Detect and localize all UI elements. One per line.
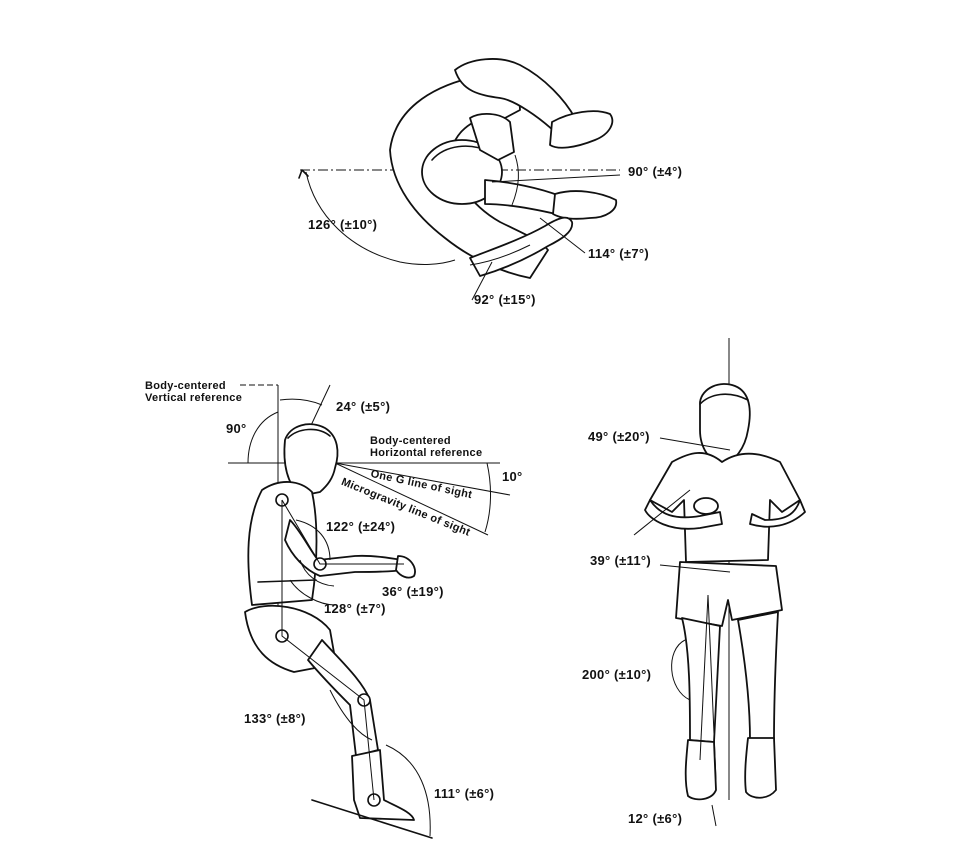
side-angle-24-label: 24° (±5°) xyxy=(336,399,391,414)
side-angle-122-label: 122° (±24°) xyxy=(326,519,396,534)
front-angle-200-label: 200° (±10°) xyxy=(582,667,652,682)
front-angle-12-label: 12° (±6°) xyxy=(628,811,683,826)
side-angle-111-label: 111° (±6°) xyxy=(434,786,495,801)
side-angle-128-label: 128° (±7°) xyxy=(324,601,386,616)
side-angle-90-label: 90° xyxy=(226,421,247,436)
front-angle-39-label: 39° (±11°) xyxy=(590,553,652,568)
vertical-reference-label: Body-centered Vertical reference xyxy=(145,380,243,404)
top-angle-126-label: 126° (±10°) xyxy=(308,217,378,232)
top-view-figure xyxy=(298,58,621,301)
side-view-figure xyxy=(228,384,511,839)
top-angle-114-label: 114° (±7°) xyxy=(588,246,650,261)
side-angle-133-label: 133° (±8°) xyxy=(244,711,306,726)
top-angle-92-label: 92° (±15°) xyxy=(474,292,536,307)
side-angle-36-label: 36° (±19°) xyxy=(382,584,444,599)
front-angle-49-label: 49° (±20°) xyxy=(588,429,650,444)
top-angle-90-label: 90° (±4°) xyxy=(628,164,683,179)
front-view-figure xyxy=(633,338,806,827)
side-angle-10-label: 10° xyxy=(502,469,523,484)
horizontal-reference-label: Body-centered Horizontal reference xyxy=(370,435,483,459)
